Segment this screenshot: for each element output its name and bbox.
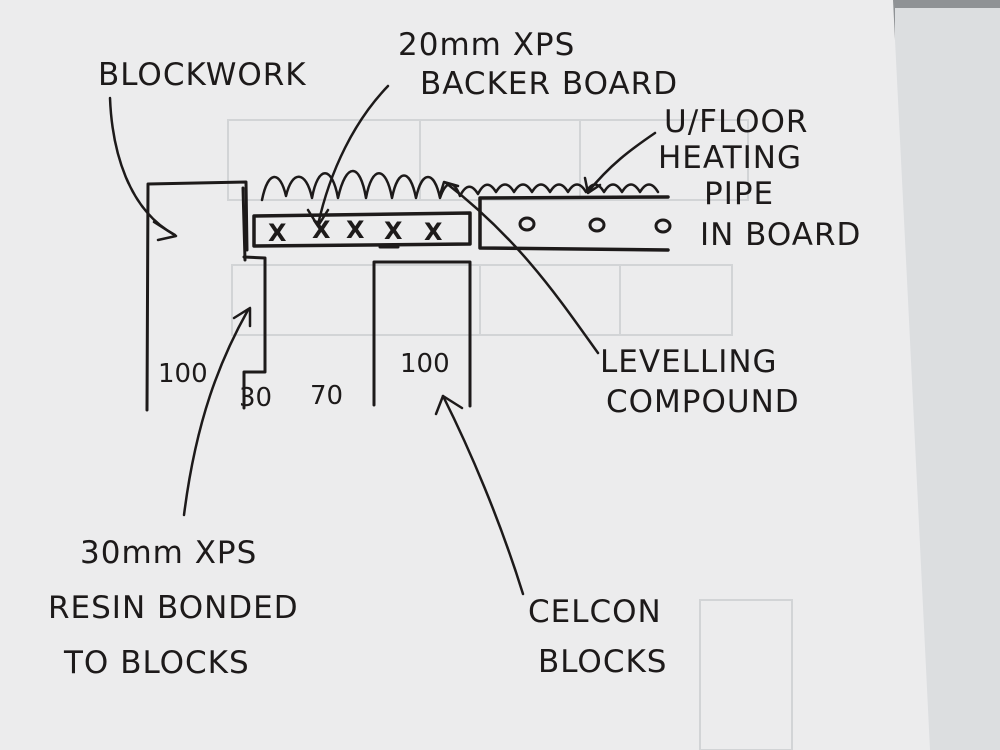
levelling-arrowhead: [438, 180, 460, 197]
celcon-leader: [441, 394, 525, 596]
dim-xps-gap: 30: [239, 383, 272, 413]
dim-blockwork: 100: [158, 359, 208, 389]
dim-cavity: 70: [310, 381, 343, 411]
leader-arrows: [108, 84, 657, 596]
blockwork-arrowhead: [152, 220, 178, 242]
label-levelling-line2: COMPOUND: [606, 384, 800, 420]
label-blockwork: BLOCKWORK: [98, 57, 307, 93]
label-xps20-line2: BACKER BOARD: [420, 66, 678, 102]
blockwork-wall: [145, 180, 249, 412]
x-mark: X: [268, 219, 287, 247]
label-ufh-line3: PIPE: [704, 176, 774, 212]
xps-backer-board: [252, 211, 472, 248]
label-celcon-line2: BLOCKS: [538, 644, 668, 680]
pipe-circle: [654, 218, 672, 234]
label-xps30-line1: 30mm XPS: [80, 535, 257, 571]
show-through-marks: [227, 119, 793, 750]
x-mark: X: [424, 218, 443, 246]
label-xps20-line1: 20mm XPS: [398, 27, 575, 63]
x-mark: X: [346, 216, 365, 244]
xps30-arrowhead: [232, 306, 252, 328]
pipe-circle: [518, 216, 536, 232]
label-ufh-line2: HEATING: [658, 140, 802, 176]
ufh-leader: [586, 131, 657, 194]
label-celcon-line1: CELCON: [528, 594, 662, 630]
label-xps30-line2: RESIN BONDED: [48, 590, 299, 626]
label-levelling-line1: LEVELLING: [600, 344, 778, 380]
heating-pipes: [518, 216, 672, 234]
celcon-arrowhead: [434, 394, 464, 416]
backer-board-marks: X X X X X: [268, 216, 443, 247]
dim-celcon: 100: [400, 349, 450, 379]
label-ufh-line1: U/FLOOR: [664, 104, 808, 140]
x-mark: X: [384, 217, 403, 245]
ufh-arrowhead: [583, 176, 602, 195]
xps-30mm-strip: [242, 255, 267, 410]
xps20-arrowhead: [306, 208, 330, 228]
ufh-board: [478, 195, 670, 252]
label-xps30-line3: TO BLOCKS: [63, 645, 250, 681]
pipe-circle: [588, 217, 606, 233]
celcon-block: [372, 260, 472, 408]
label-ufh-line4: IN BOARD: [700, 217, 861, 253]
xps30-leader: [182, 308, 250, 517]
levelling-leader: [444, 181, 600, 355]
xps20-leader: [316, 84, 390, 227]
paper-sheet: [0, 0, 930, 750]
